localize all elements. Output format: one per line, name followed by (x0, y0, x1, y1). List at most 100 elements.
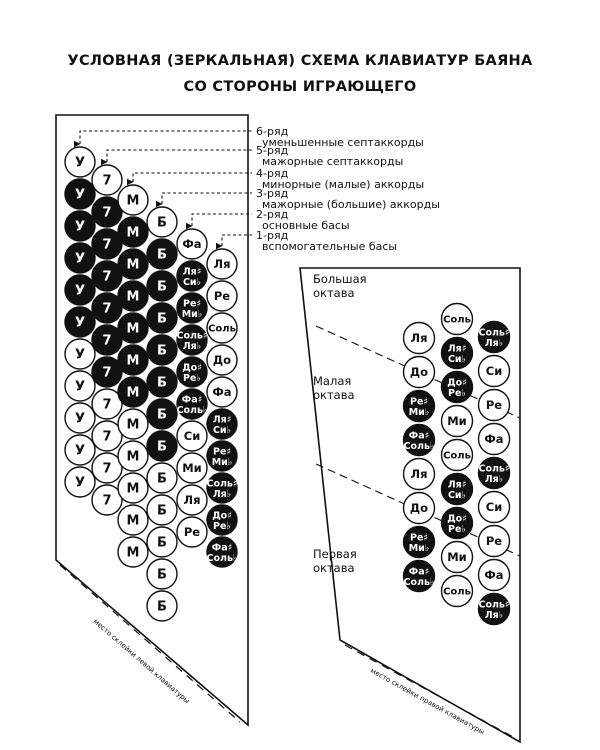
left-key-r4-3[interactable]: М (117, 248, 149, 280)
left-key-r3-2[interactable]: Б (146, 238, 178, 270)
left-key-r2-6[interactable]: Фа♯Соль♭ (176, 388, 208, 420)
right-key-r3-7[interactable]: Ре (477, 524, 511, 558)
left-key-r6-8[interactable]: У (64, 370, 96, 402)
right-key-r1-4[interactable]: Фа♯Соль♭ (402, 423, 436, 457)
right-key-r2-1[interactable]: Соль (440, 302, 474, 336)
left-key-r2-3[interactable]: Ре♯Ми♭ (176, 292, 208, 324)
right-key-r3-3[interactable]: Ре (477, 388, 511, 422)
left-key-r2-2[interactable]: Ля♯Си♭ (176, 260, 208, 292)
right-key-r3-4[interactable]: Фа (477, 422, 511, 456)
left-key-r5-4[interactable]: 7 (91, 260, 123, 292)
left-key-r4-7[interactable]: М (117, 376, 149, 408)
left-key-r4-6[interactable]: М (117, 344, 149, 376)
right-key-r3-8[interactable]: Фа (477, 558, 511, 592)
left-key-r5-11[interactable]: 7 (91, 484, 123, 516)
right-key-r2-7[interactable]: До♯Ре♭ (440, 506, 474, 540)
right-key-r2-3[interactable]: До♯Ре♭ (440, 370, 474, 404)
left-key-r4-4[interactable]: М (117, 280, 149, 312)
left-key-r6-6[interactable]: У (64, 306, 96, 338)
left-key-r3-10-label: Б (157, 504, 167, 519)
left-key-r5-7[interactable]: 7 (91, 356, 123, 388)
right-key-r2-6[interactable]: Ля♯Си♭ (440, 472, 474, 506)
left-key-r4-5[interactable]: М (117, 312, 149, 344)
left-key-r2-1[interactable]: Фа (176, 228, 208, 260)
left-key-r4-8[interactable]: М (117, 408, 149, 440)
left-key-r1-2[interactable]: Ре (206, 280, 238, 312)
left-key-r1-7[interactable]: Ре♯Ми♭ (206, 440, 238, 472)
left-key-r3-7[interactable]: Б (146, 398, 178, 430)
left-key-r6-3[interactable]: У (64, 210, 96, 242)
left-key-r4-1[interactable]: М (117, 184, 149, 216)
left-key-r3-10[interactable]: Б (146, 494, 178, 526)
left-key-r3-6[interactable]: Б (146, 366, 178, 398)
left-key-r2-10[interactable]: Ре (176, 516, 208, 548)
left-key-r1-9[interactable]: До♯Ре♭ (206, 504, 238, 536)
left-key-r3-5[interactable]: Б (146, 334, 178, 366)
left-key-r2-4[interactable]: Соль♯Ля♭ (176, 324, 208, 356)
left-key-r2-9[interactable]: Ля (176, 484, 208, 516)
left-key-r6-4[interactable]: У (64, 242, 96, 274)
right-key-r2-9[interactable]: Соль (440, 574, 474, 608)
left-key-r6-10[interactable]: У (64, 434, 96, 466)
right-key-r3-6[interactable]: Си (477, 490, 511, 524)
left-key-r1-5[interactable]: Фа (206, 376, 238, 408)
left-key-r1-1[interactable]: Ля (206, 248, 238, 280)
left-key-r4-10[interactable]: М (117, 472, 149, 504)
left-key-r1-6[interactable]: Ля♯Си♭ (206, 408, 238, 440)
left-key-r2-10-circle (176, 516, 208, 548)
left-key-r5-8[interactable]: 7 (91, 388, 123, 420)
left-key-r5-5[interactable]: 7 (91, 292, 123, 324)
left-key-r6-11[interactable]: У (64, 466, 96, 498)
right-key-r3-2[interactable]: Си (477, 354, 511, 388)
left-key-r3-1[interactable]: Б (146, 206, 178, 238)
left-key-r5-1[interactable]: 7 (91, 164, 123, 196)
left-key-r5-9[interactable]: 7 (91, 420, 123, 452)
left-key-r3-9[interactable]: Б (146, 462, 178, 494)
left-key-r3-3[interactable]: Б (146, 270, 178, 302)
right-key-r1-7[interactable]: Ре♯Ми♭ (402, 525, 436, 559)
left-key-r3-13[interactable]: Б (146, 590, 178, 622)
left-key-r1-3[interactable]: Соль (206, 312, 238, 344)
left-key-r5-10[interactable]: 7 (91, 452, 123, 484)
left-key-r4-2[interactable]: М (117, 216, 149, 248)
left-key-r6-1[interactable]: У (64, 146, 96, 178)
right-key-r2-8[interactable]: Ми (440, 540, 474, 574)
left-key-r3-11-label: Б (157, 536, 167, 551)
left-key-r1-10[interactable]: Фа♯Соль♭ (206, 536, 238, 568)
right-key-r2-2[interactable]: Ля♯Си♭ (440, 336, 474, 370)
left-key-r6-9[interactable]: У (64, 402, 96, 434)
left-key-r4-9[interactable]: М (117, 440, 149, 472)
left-key-r3-4[interactable]: Б (146, 302, 178, 334)
right-key-r1-5[interactable]: Ля (402, 457, 436, 491)
left-key-r2-5[interactable]: До♯Ре♭ (176, 356, 208, 388)
right-key-r3-5[interactable]: Соль♯Ля♭ (477, 456, 511, 490)
left-key-r1-8[interactable]: Соль♯Ля♭ (206, 472, 238, 504)
left-key-r4-12[interactable]: М (117, 536, 149, 568)
left-key-r4-11[interactable]: М (117, 504, 149, 536)
right-key-r1-1[interactable]: Ля (402, 321, 436, 355)
right-key-r1-6[interactable]: До (402, 491, 436, 525)
left-keyboard-outline (55, 114, 249, 727)
left-key-r6-5[interactable]: У (64, 274, 96, 306)
left-key-r5-2[interactable]: 7 (91, 196, 123, 228)
left-key-r1-5-label: Фа (212, 385, 231, 399)
right-key-r3-9[interactable]: Соль♯Ля♭ (477, 592, 511, 626)
left-key-r2-8[interactable]: Ми (176, 452, 208, 484)
left-key-r3-11[interactable]: Б (146, 526, 178, 558)
left-key-r2-7[interactable]: Си (176, 420, 208, 452)
left-key-r5-3[interactable]: 7 (91, 228, 123, 260)
right-key-r3-1[interactable]: Соль♯Ля♭ (477, 320, 511, 354)
left-key-r6-2[interactable]: У (64, 178, 96, 210)
right-key-r2-4[interactable]: Ми (440, 404, 474, 438)
left-key-r3-12[interactable]: Б (146, 558, 178, 590)
right-key-r2-5[interactable]: Соль (440, 438, 474, 472)
right-key-r1-3[interactable]: Ре♯Ми♭ (402, 389, 436, 423)
left-key-r6-6-label: У (75, 316, 85, 331)
right-key-r1-2[interactable]: До (402, 355, 436, 389)
left-key-r1-4[interactable]: До (206, 344, 238, 376)
right-key-r1-8[interactable]: Фа♯Соль♭ (402, 559, 436, 593)
left-key-r3-8[interactable]: Б (146, 430, 178, 462)
left-key-r5-6[interactable]: 7 (91, 324, 123, 356)
left-key-r6-3-label: У (75, 220, 85, 235)
left-key-r6-7[interactable]: У (64, 338, 96, 370)
